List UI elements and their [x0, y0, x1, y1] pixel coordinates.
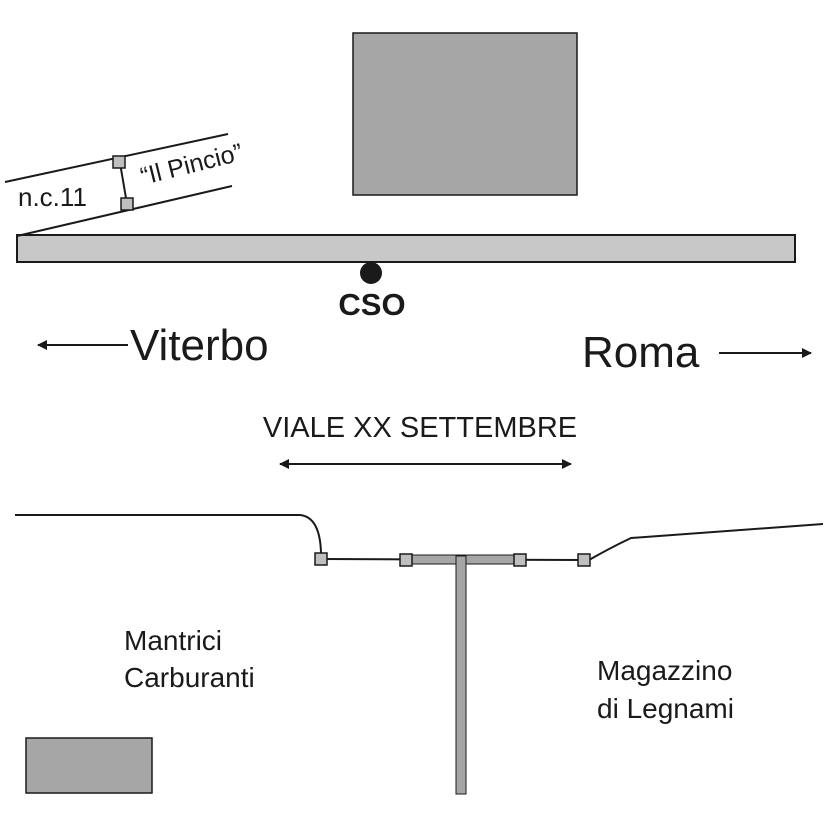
boundary-marker-1 — [314, 552, 328, 566]
signal-marker-lower — [120, 197, 134, 211]
label-street: VIALE XX SETTEMBRE — [263, 412, 577, 444]
label-mantrici-line2: Carburanti — [124, 662, 255, 693]
main-road — [16, 234, 796, 263]
label-magazzino-line1: Magazzino — [597, 655, 732, 686]
label-roma: Roma — [582, 328, 700, 377]
siding-lower-line — [16, 185, 233, 237]
label-mantrici-line1: Mantrici — [124, 625, 222, 656]
road-edge-left — [15, 514, 322, 554]
boundary-marker-3 — [513, 553, 527, 567]
label-viterbo: Viterbo — [130, 321, 269, 370]
road-edge-right — [588, 523, 824, 561]
signal-marker-upper — [112, 155, 126, 169]
label-magazzino-line2: di Legnami — [597, 693, 734, 724]
label-cso: CSO — [338, 287, 405, 322]
label-il-pincio: “Il Pincio” — [138, 138, 246, 190]
building-top — [352, 32, 578, 196]
cso-station-dot — [360, 262, 382, 284]
signal-connector — [119, 162, 128, 205]
boundary-marker-2 — [399, 553, 413, 567]
building-bottom-left — [25, 737, 153, 794]
boundary-marker-4 — [577, 553, 591, 567]
label-nc11: n.c.11 — [18, 182, 87, 212]
track-vertical — [455, 555, 467, 795]
